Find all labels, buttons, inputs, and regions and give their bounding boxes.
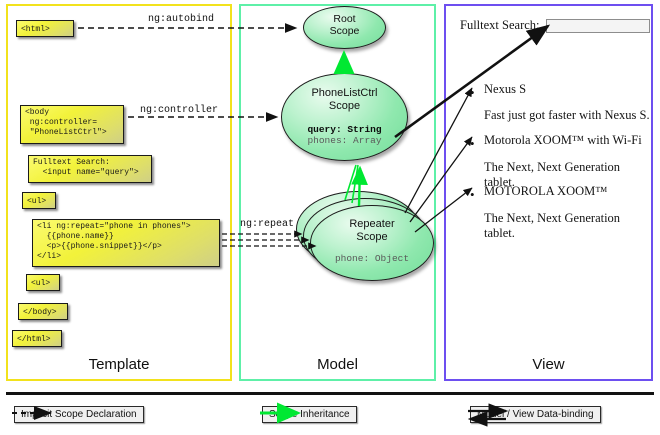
connector-databinding-query-to-search (394, 24, 551, 139)
phonelistctrl-scope: PhoneListCtrl Scope query: String phones… (281, 73, 408, 161)
legend-green-arrow-icon (260, 402, 301, 424)
legend-dashed-arrow-icon (12, 406, 52, 420)
connector-inheritance-repeater-3 (351, 165, 368, 207)
phonelistctrl-scope-prop-query: query: String (307, 124, 382, 135)
connector-databinding-repeater-to-item-1 (409, 136, 473, 223)
body-controller-box: <body ng:controller= "PhoneListCtrl"> (20, 105, 124, 144)
legend-divider (6, 392, 654, 395)
connector-inheritance-repeater-1 (344, 164, 357, 201)
repeater-scope-title-line1: Repeater (349, 218, 395, 230)
li-repeat-box: <li ng:repeat="phone in phones"> {{phone… (32, 219, 220, 267)
repeater-scope-prop-phone: phone: Object (334, 253, 410, 264)
connector-databinding-repeater-to-item-0 (404, 87, 473, 214)
ng-autobind-label: ng:autobind (148, 14, 215, 25)
template-column-label: Template (88, 356, 150, 373)
root-scope-title-line2: Scope (329, 25, 360, 37)
model-panel: Model (239, 4, 436, 381)
legend-model-view-data-binding: Model / View Data-binding (466, 403, 601, 427)
model-column-label: Model (317, 356, 358, 373)
legend-implicit-scope-declaration: Implicit Scope Declaration (10, 406, 144, 423)
phonelistctrl-scope-prop-phones: phones: Array (307, 135, 382, 146)
legend: Implicit Scope Declaration Scope Inherit… (0, 402, 660, 430)
html-close-box: </html> (12, 330, 62, 347)
legend-double-arrow-icon (467, 403, 509, 427)
root-scope: Root Scope (303, 6, 386, 49)
ng-controller-label: ng:controller (140, 105, 219, 116)
legend-scope-inheritance: Scope Inheritance (258, 402, 357, 424)
ul-close-box: <ul> (26, 274, 60, 291)
view-column-label: View (532, 356, 565, 373)
ul-open-box: <ul> (22, 192, 56, 209)
ng-repeat-label: ng:repeat (240, 219, 295, 230)
fulltext-search-box: Fulltext Search: <input name="query"> (28, 155, 152, 183)
view-panel: View (444, 4, 653, 381)
repeater-scope-title-line2: Scope (356, 231, 388, 243)
body-close-box: </body> (18, 303, 68, 320)
phonelistctrl-scope-title-line2: Scope (328, 100, 361, 112)
connector-databinding-repeater-to-item-2 (414, 187, 473, 233)
html-open-box: <html> (16, 20, 74, 37)
phonelistctrl-scope-title-line1: PhoneListCtrl (311, 87, 378, 99)
root-scope-title-line1: Root (333, 13, 356, 25)
